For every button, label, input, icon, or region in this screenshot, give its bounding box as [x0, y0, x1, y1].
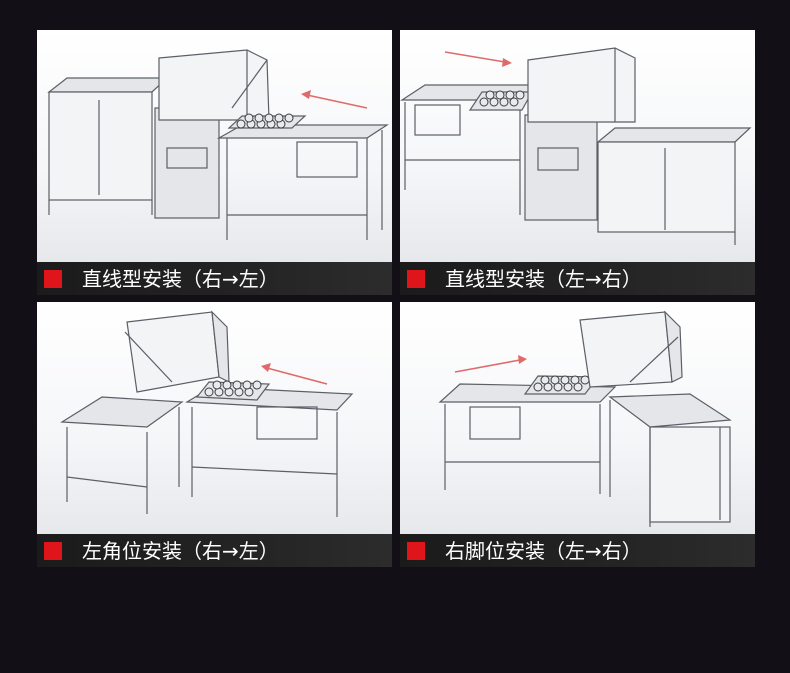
installation-panel-left-corner-right-to-left: 左角位安装（右→左）	[37, 302, 392, 567]
flow-arrow-icon	[444, 51, 512, 67]
dish-rack	[204, 380, 262, 397]
caption-text: 直线型安装（左→右）	[445, 267, 642, 291]
caption-bar: 直线型安装（左→右）	[400, 262, 755, 295]
flow-arrow-icon	[454, 355, 527, 373]
caption-bar: 右脚位安装（左→右）	[400, 534, 755, 567]
dish-rack	[236, 113, 294, 129]
flow-arrow-icon	[301, 90, 368, 109]
caption-bar: 左角位安装（右→左）	[37, 534, 392, 567]
installation-panel-right-corner-left-to-right: 右脚位安装（左→右）	[400, 302, 755, 567]
caption-bar: 直线型安装（右→左）	[37, 262, 392, 295]
red-square-icon	[407, 270, 425, 288]
flow-arrow-icon	[261, 363, 328, 385]
red-square-icon	[407, 542, 425, 560]
dish-rack	[533, 375, 590, 392]
caption-text: 左角位安装（右→左）	[82, 539, 279, 563]
dishwasher-illustration-right-corner-ltr	[400, 302, 755, 534]
caption-text: 右脚位安装（左→右）	[445, 539, 642, 563]
dishwasher-illustration-straight-ltr	[400, 30, 755, 262]
red-square-icon	[44, 270, 62, 288]
installation-panel-straight-right-to-left: 直线型安装（右→左）	[37, 30, 392, 295]
installation-panel-straight-left-to-right: 直线型安装（左→右）	[400, 30, 755, 295]
dishwasher-illustration-straight-rtl	[37, 30, 392, 262]
dishwasher-illustration-left-corner-rtl	[37, 302, 392, 534]
dish-rack	[479, 90, 525, 107]
red-square-icon	[44, 542, 62, 560]
caption-text: 直线型安装（右→左）	[82, 267, 279, 291]
